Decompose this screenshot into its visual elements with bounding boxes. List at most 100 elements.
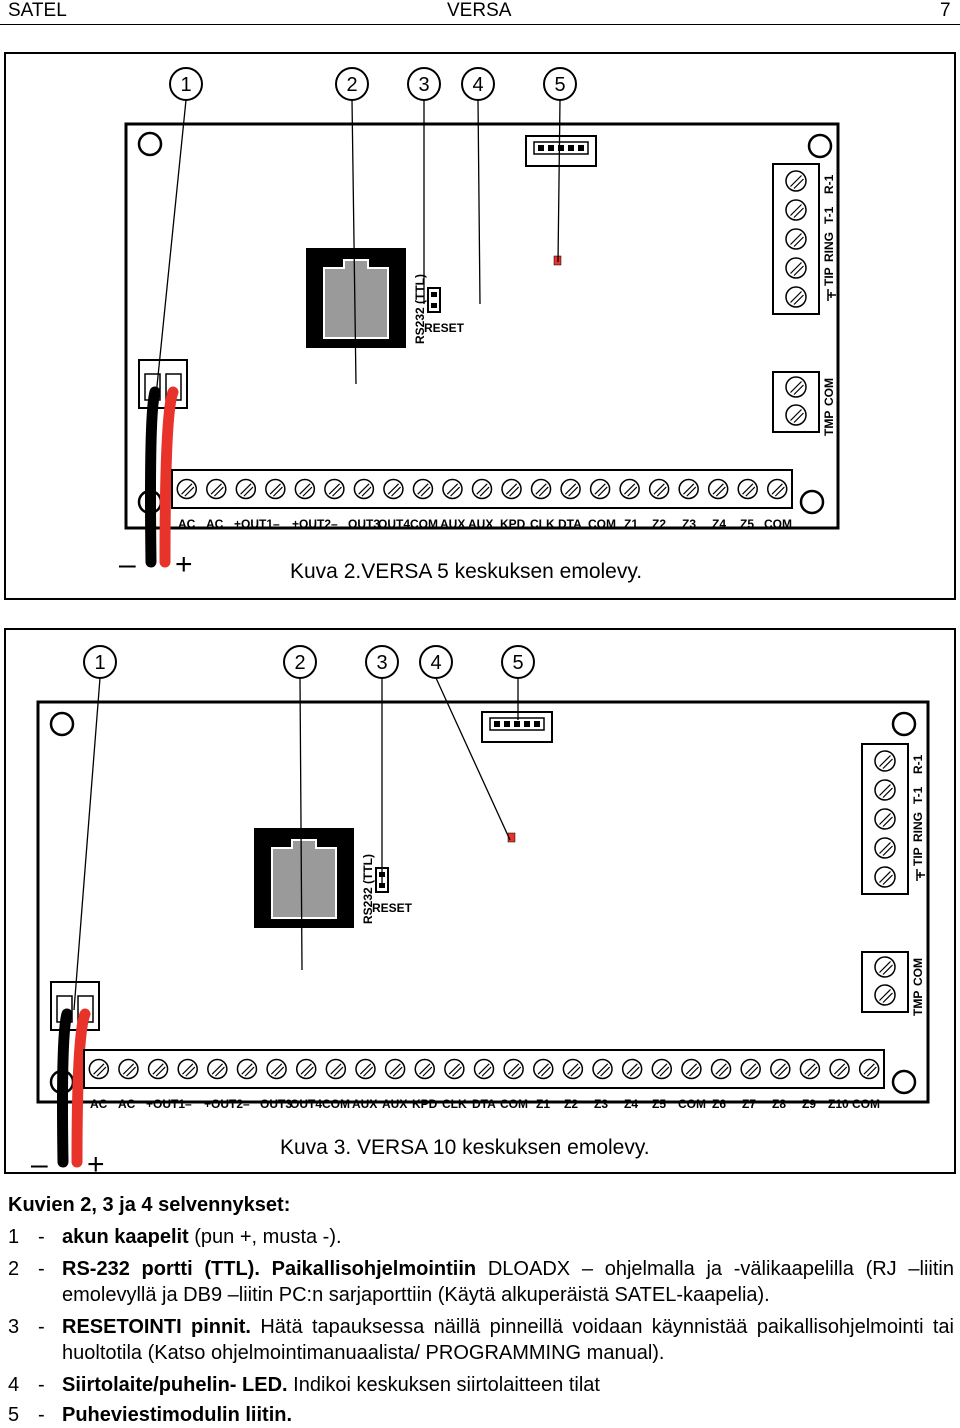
terminal-label: Z4 [712,517,726,531]
terminal-label: COM [588,517,616,531]
terminal-label: COM [678,1097,706,1111]
terminal-label: AC [90,1097,108,1111]
phone-terminal-label: TIP [911,847,925,866]
callout-number: 1 [94,652,105,674]
mounting-hole [49,711,75,737]
terminal-label: OUT4 [290,1097,322,1111]
battery-minus-sign: – [119,548,136,581]
callout-leader [477,99,481,305]
terminal-label: Z2 [564,1097,578,1111]
terminal-label: Z7 [742,1097,756,1111]
board-outline [36,700,930,1104]
terminal-label: Z3 [594,1097,608,1111]
board-outline [124,122,840,530]
callout-leader [73,677,101,1011]
callout-marker [419,645,453,679]
battery-cable-red [159,386,179,568]
mounting-hole [891,711,917,737]
terminal-label: OUT3 [348,517,380,531]
phone-terminal-label: R-1 [822,174,836,194]
terminal-label: Z5 [740,517,754,531]
tamper-label: COM [822,378,836,406]
reset-label: RESET [372,901,413,915]
header-brand: SATEL [8,0,67,21]
terminal-label: AC [118,1097,136,1111]
terminal-label: DTA [472,1097,496,1111]
terminal-label: Z10 [828,1097,849,1111]
page-number: 7 [940,0,951,21]
terminal-label: KPD [500,517,526,531]
callout-leader [557,99,561,263]
terminal-label: COM [764,517,792,531]
callout-marker [461,67,495,101]
phone-terminal-label: TIP [822,267,836,286]
figure-2-caption: Kuva 2.VERSA 5 keskuksen emolevy. [290,560,643,583]
callout-number: 3 [376,652,387,674]
terminal-label: CLK [442,1097,467,1111]
legend-item: 1- akun kaapelit (pun +, musta -). [8,1226,342,1248]
terminal-label: AC [206,517,224,531]
terminal-label: Z9 [802,1097,816,1111]
terminal-label: AC [178,517,196,531]
terminal-label: AUX [440,517,465,531]
tamper-label: TMP [911,991,925,1016]
legend-heading: Kuvien 2, 3 ja 4 selvennykset: [8,1194,291,1216]
terminal-label: AUX [468,517,493,531]
callout-number: 5 [554,74,565,96]
terminal-label: COM [322,1097,350,1111]
battery-plus-sign: + [87,1148,105,1172]
reset-pins [427,287,441,313]
terminal-label: CLK [530,517,555,531]
figure-legend: Kuvien 2, 3 ja 4 selvennykset: 1- akun k… [8,1192,954,1428]
tamper-label: TMP [822,411,836,436]
terminal-label: +OUT1– [234,517,280,531]
terminal-label: +OUT2– [204,1097,250,1111]
mounting-hole [799,489,825,515]
terminal-label: DTA [558,517,582,531]
phone-terminal-label: RING [911,812,925,842]
battery-cable-black [145,386,161,568]
legend-item: 3- RESETOINTI pinnit. Hätä tapauksessa n… [8,1316,954,1364]
terminal-label: Z4 [624,1097,638,1111]
terminal-label: OUT3 [260,1097,292,1111]
callout-leader [435,677,511,841]
legend-item: 2- RS-232 portti (TTL). Paikallisohjelmo… [8,1258,954,1306]
phone-terminal-label: RING [822,232,836,262]
callout-leader [299,677,303,971]
reset-label: RESET [424,321,465,335]
callout-number: 4 [430,652,441,674]
legend-item: 5- Puheviestimodulin liitin. [8,1404,293,1426]
callout-marker [407,67,441,101]
terminal-label: COM [852,1097,880,1111]
terminal-label: COM [500,1097,528,1111]
callout-marker [283,645,317,679]
mounting-hole [891,1069,917,1095]
figure-3-caption: Kuva 3. VERSA 10 keskuksen emolevy. [280,1136,650,1159]
callout-leader [155,99,187,397]
phone-terminal-label: R-1 [911,754,925,774]
callout-marker [83,645,117,679]
callout-leader [351,99,357,385]
callout-number: 4 [472,74,483,96]
header-product: VERSA [447,0,512,21]
callout-number: 3 [418,74,429,96]
callout-marker [169,67,203,101]
tamper-label: COM [911,958,925,986]
mounting-hole [807,133,833,159]
phone-terminal-label: T-1 [822,206,836,224]
terminal-label: AUX [352,1097,377,1111]
terminal-label: OUT4 [378,517,410,531]
rs232-label: RS232 (TTL) [361,854,375,924]
callout-number: 5 [512,652,523,674]
battery-cable-red [71,1008,91,1168]
terminal-label: Z1 [624,517,638,531]
terminal-label: Z8 [772,1097,786,1111]
callout-marker [365,645,399,679]
callout-marker [543,67,577,101]
battery-cable-black [57,1008,73,1168]
terminal-label: Z2 [652,517,666,531]
terminal-label: AUX [382,1097,407,1111]
battery-minus-sign: – [31,1148,48,1172]
